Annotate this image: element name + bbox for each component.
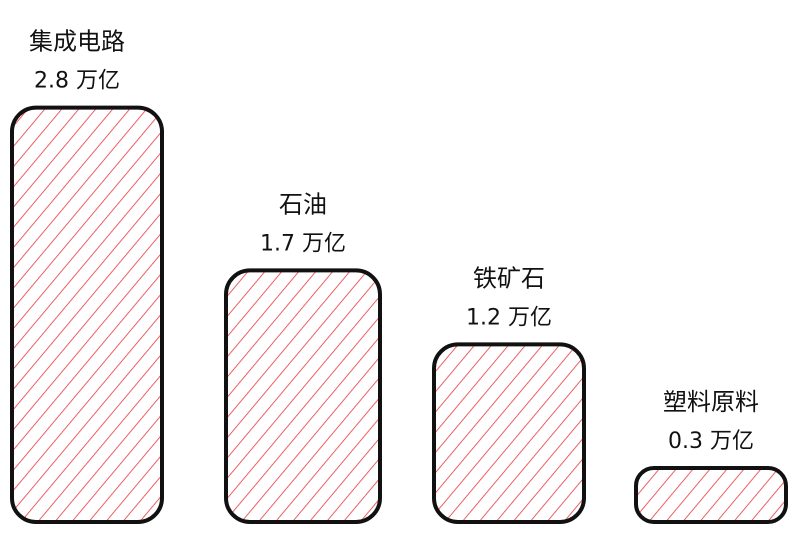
- bar-0: [10, 105, 164, 524]
- category-label-2: 铁矿石: [473, 264, 545, 292]
- category-label-3: 塑料原料: [663, 388, 759, 416]
- value-label-0: 2.8 万亿: [34, 69, 120, 94]
- category-label-0: 集成电路: [29, 28, 125, 56]
- bar-2: [432, 342, 586, 524]
- value-label-3: 0.3 万亿: [668, 429, 754, 454]
- value-label-1: 1.7 万亿: [260, 231, 346, 256]
- bar-1: [224, 268, 382, 524]
- value-label-2: 1.2 万亿: [466, 305, 552, 330]
- bar-3: [634, 466, 788, 524]
- bars-group: [10, 105, 788, 524]
- category-label-1: 石油: [279, 190, 327, 218]
